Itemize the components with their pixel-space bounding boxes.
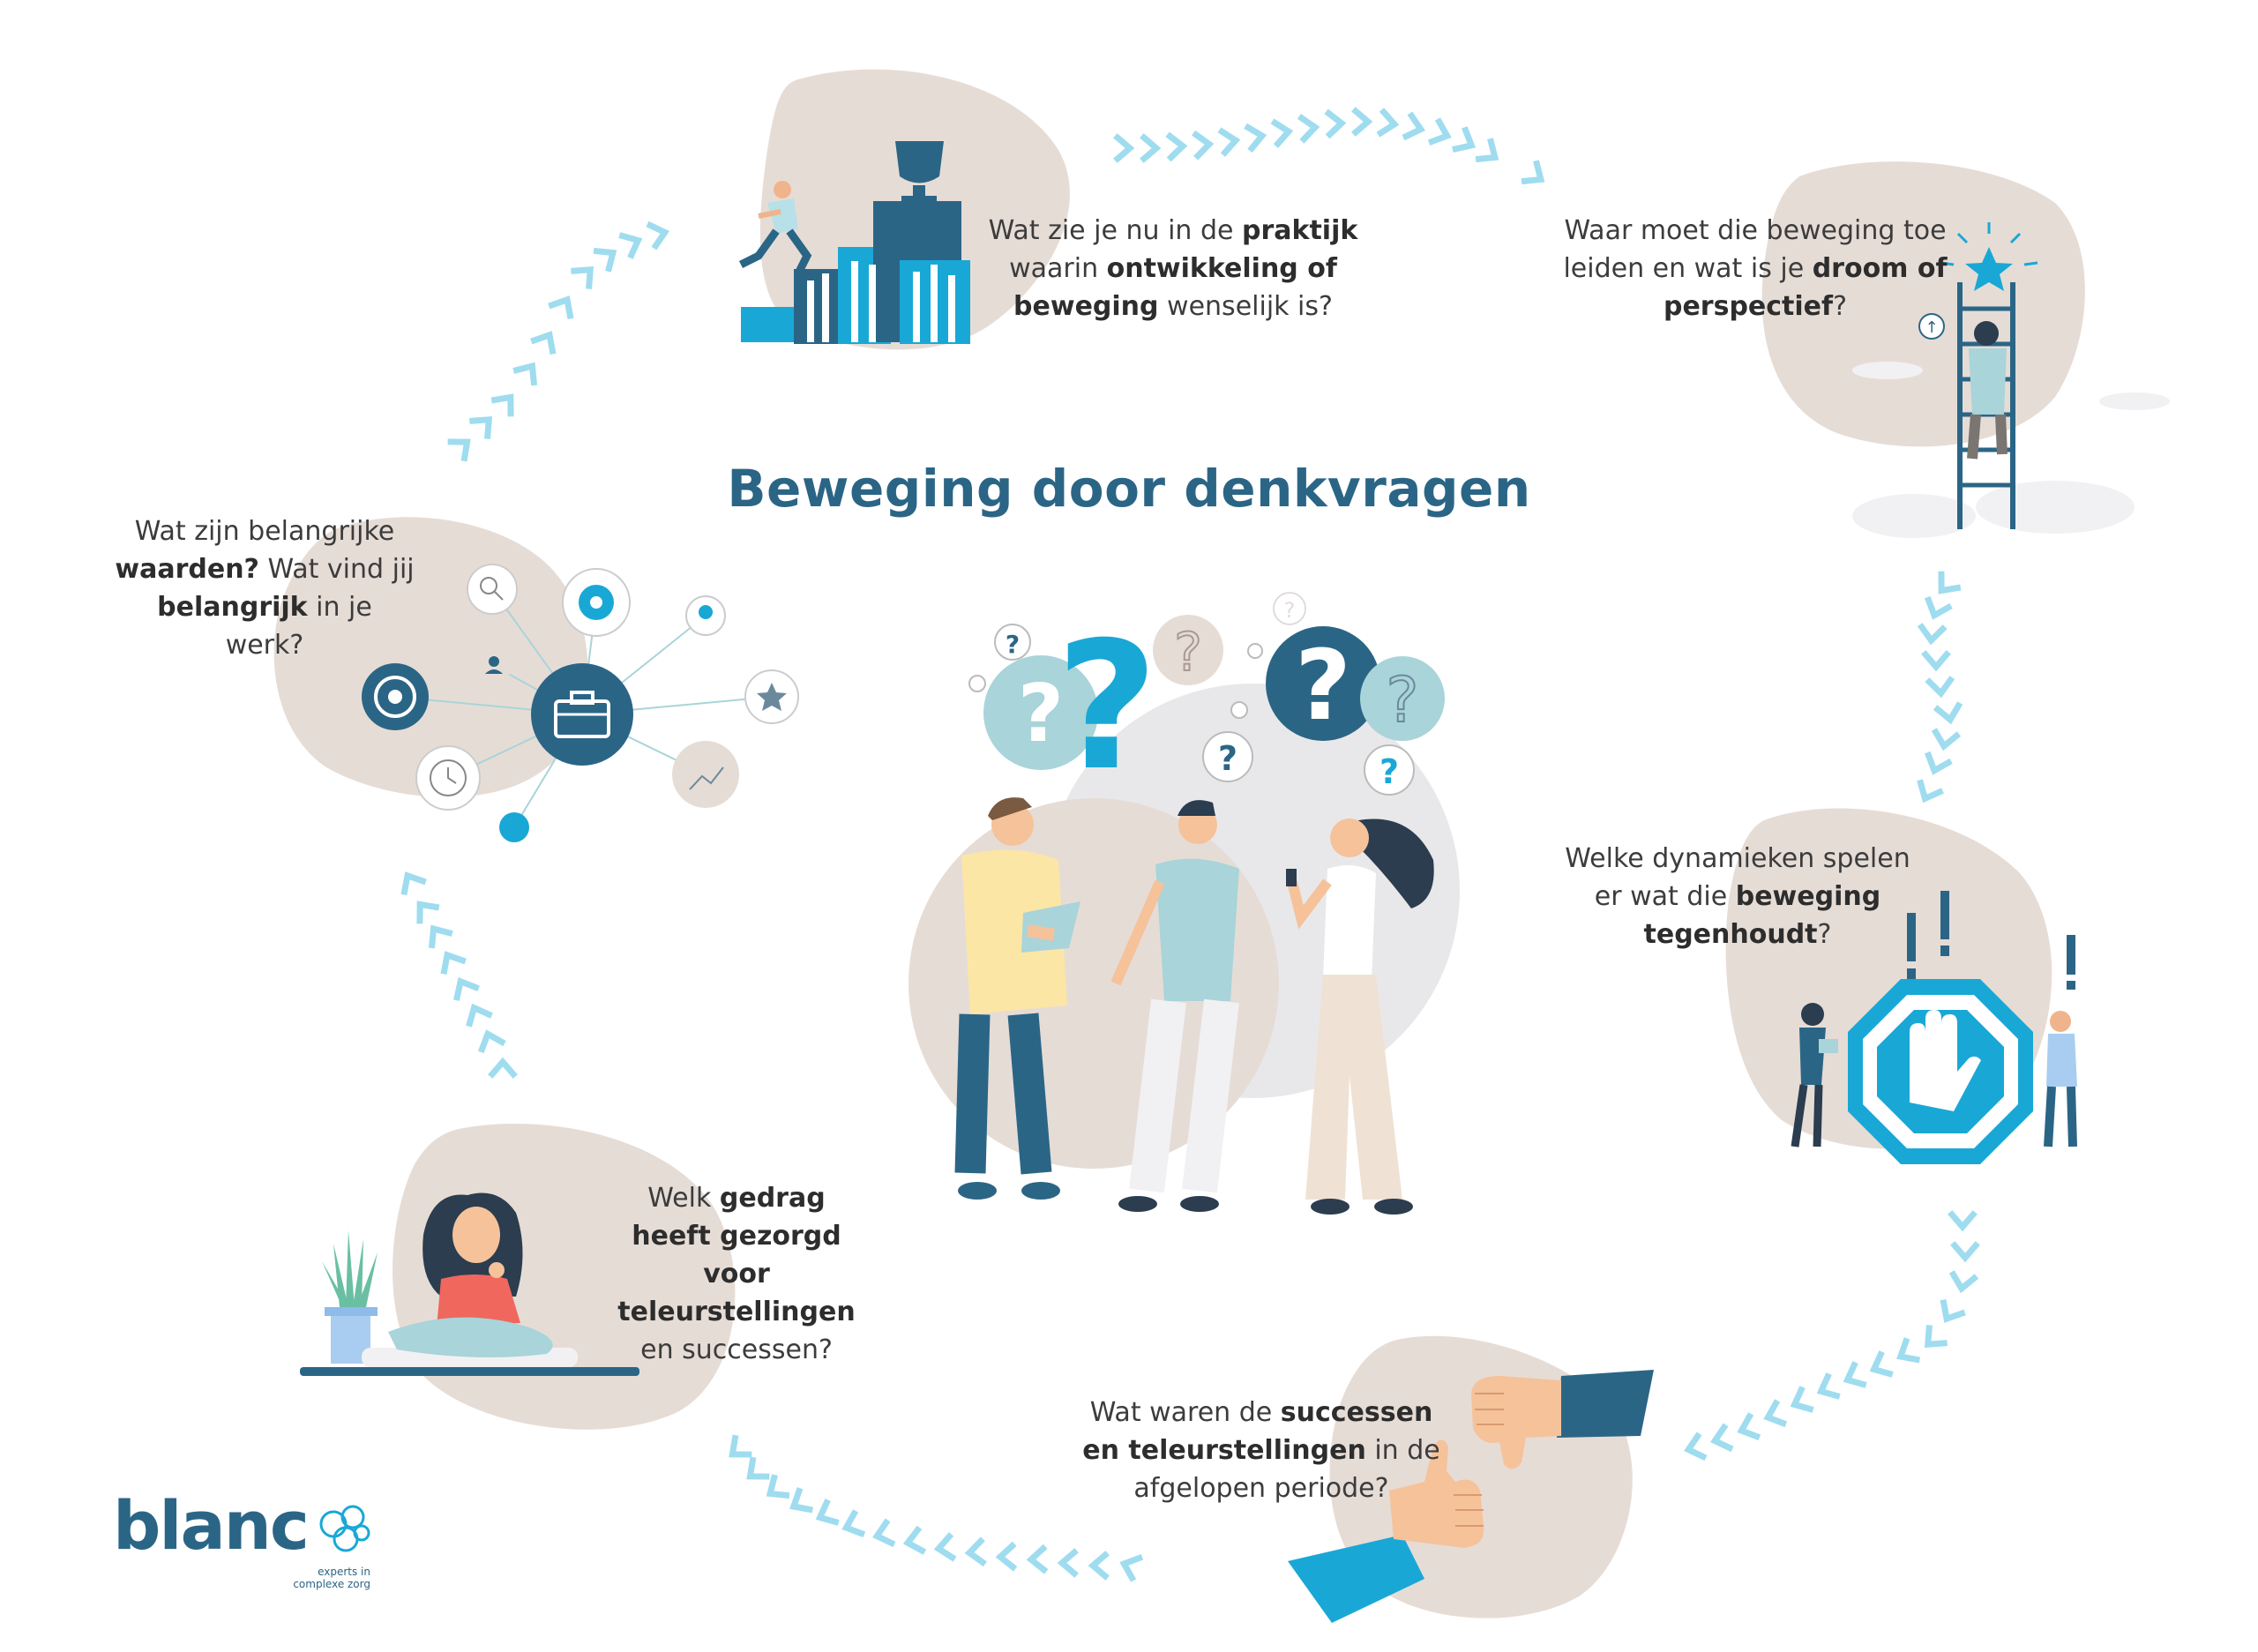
logo-mark-icon	[319, 1505, 370, 1552]
svg-text:?: ?	[1379, 752, 1399, 791]
svg-text:?: ?	[1284, 598, 1296, 623]
question-text-part: beweging tegenhoudt	[1643, 881, 1881, 950]
svg-text:?: ?	[1386, 664, 1418, 736]
question-praktijk: Wat zie je nu in de praktijk waarin ontw…	[979, 212, 1367, 325]
svg-text:?: ?	[1295, 629, 1351, 742]
svg-text:?: ?	[1018, 668, 1064, 760]
question-text-part: Welke dynamieken spelen er wat die	[1565, 843, 1910, 912]
question-text-part: ontwikkeling of beweging	[1013, 253, 1337, 322]
page-title: Beweging door denkvragen	[727, 459, 1531, 519]
question-text-part: successen en teleurstellingen	[1082, 1397, 1433, 1466]
arrow-trail-upper-left	[451, 222, 668, 458]
question-text-part: belangrijk	[157, 592, 308, 623]
arrow-trail-top	[1118, 111, 1547, 188]
question-gedrag: Welk gedrag heeft gezorgd voor teleurste…	[604, 1179, 869, 1369]
question-text-part: ?	[1817, 919, 1832, 950]
question-text-part: in de afgelopen periode?	[1133, 1435, 1440, 1504]
question-text-part: waarin	[1009, 253, 1107, 284]
question-text-part: Wat zijn belangrijke	[134, 516, 395, 547]
question-text-part: Wat vind jij	[258, 554, 415, 585]
question-text-part: wenselijk is?	[1158, 291, 1333, 322]
question-marks-illustration: ? ? ? ? ? ? ? ? ?	[968, 592, 1445, 810]
network-briefcase-illustration	[362, 564, 799, 842]
question-text-part: praktijk	[1242, 215, 1358, 246]
question-text-part: Wat zie je nu in de	[988, 215, 1242, 246]
question-text-part: en successen?	[640, 1334, 833, 1365]
question-text-part: Wat waren de	[1089, 1397, 1281, 1428]
stop-hand-illustration	[1791, 891, 2077, 1164]
question-text-part: droom of perspectief	[1663, 253, 1948, 322]
arrow-trail-left	[399, 871, 513, 1074]
arrow-trail-lower-right	[1686, 1215, 1976, 1460]
question-text-part: ?	[1833, 291, 1848, 322]
question-text-part: Welk	[647, 1183, 720, 1214]
question-text-part: gedrag heeft gezorgd voor teleurstelling…	[617, 1183, 856, 1327]
logo-wordmark: blanc	[113, 1486, 310, 1565]
svg-text:?: ?	[1174, 622, 1202, 684]
question-perspectief: Waar moet die beweging toe leiden en wat…	[1561, 212, 1949, 325]
question-text-part: in je werk?	[225, 592, 372, 661]
arrow-trail-right	[1916, 574, 1961, 803]
people-illustration	[954, 797, 1434, 1215]
svg-text:?: ?	[1006, 630, 1020, 659]
svg-text:↑: ↑	[1925, 318, 1938, 337]
question-text-part: waarden?	[115, 554, 259, 585]
svg-text:?: ?	[1056, 604, 1158, 810]
meditating-woman-illustration	[300, 1192, 639, 1376]
question-successen: Wat waren de successen en teleurstelling…	[1076, 1394, 1447, 1507]
ladder-star-illustration: ↑	[1852, 222, 2170, 538]
trophy-stairs-illustration	[738, 141, 970, 344]
logo-tagline: experts in complexe zorg	[293, 1566, 370, 1590]
thumbs-illustration	[1288, 1370, 1654, 1623]
question-waarden: Wat zijn belangrijke waarden? Wat vind j…	[115, 512, 415, 664]
question-dynamieken: Welke dynamieken spelen er wat die beweg…	[1552, 840, 1923, 953]
question-text-part: Waar moet die beweging toe leiden en wat…	[1563, 215, 1947, 284]
svg-text:?: ?	[1218, 739, 1237, 778]
